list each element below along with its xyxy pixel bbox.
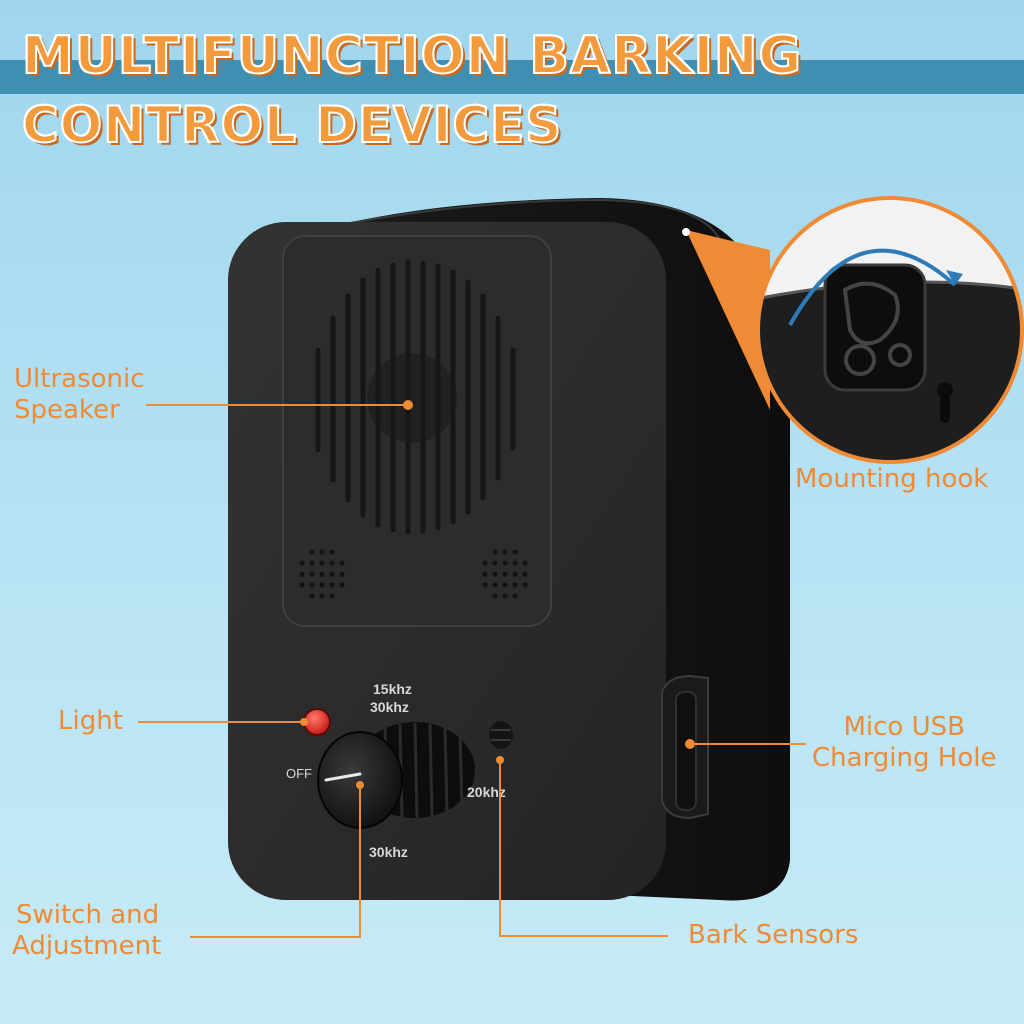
dial-label-off: OFF bbox=[286, 766, 312, 781]
leader-line-bark bbox=[499, 760, 668, 937]
title-line-1: MULTIFUNCTION BARKING bbox=[21, 25, 803, 87]
leader-line-switch bbox=[190, 785, 361, 938]
title-line-2: CONTROL DEVICES bbox=[21, 95, 563, 155]
title-banner-bar bbox=[0, 60, 1024, 94]
callout-ultrasonic-line-2: Speaker bbox=[14, 395, 120, 425]
callout-usb: Mico USB Charging Hole bbox=[812, 712, 996, 774]
adjustment-knob[interactable] bbox=[317, 722, 475, 829]
usb-port-flap[interactable] bbox=[661, 674, 709, 820]
callout-usb-line-1: Mico USB bbox=[843, 712, 965, 742]
dial-label-top-1: 15khz bbox=[373, 681, 412, 697]
sensor-grid-right bbox=[482, 549, 528, 599]
callout-switch-adjustment: Switch and Adjustment bbox=[12, 900, 161, 962]
callout-usb-line-2: Charging Hole bbox=[812, 743, 997, 773]
speaker-panel bbox=[282, 235, 552, 627]
sensor-grid-left bbox=[299, 549, 345, 599]
dial-label-right: 20khz bbox=[467, 784, 506, 800]
callout-switch-line-1: Switch and bbox=[16, 900, 160, 930]
callout-light: Light bbox=[58, 706, 123, 736]
dial-label-bottom: 30khz bbox=[369, 844, 408, 860]
bark-sensor-hole bbox=[489, 721, 513, 749]
callout-bark-sensors: Bark Sensors bbox=[688, 920, 859, 950]
rotate-arrow-icon bbox=[788, 248, 957, 326]
dial-label-top-2: 30khz bbox=[370, 699, 409, 715]
callout-mounting-hook: Mounting hook bbox=[795, 464, 989, 494]
callout-switch-line-2: Adjustment bbox=[12, 931, 162, 961]
mounting-hook-zoom bbox=[756, 196, 1024, 464]
zoom-connector bbox=[686, 230, 770, 410]
callout-ultrasonic-speaker: Ultrasonic Speaker bbox=[14, 364, 145, 426]
callout-ultrasonic-line-1: Ultrasonic bbox=[14, 364, 145, 394]
